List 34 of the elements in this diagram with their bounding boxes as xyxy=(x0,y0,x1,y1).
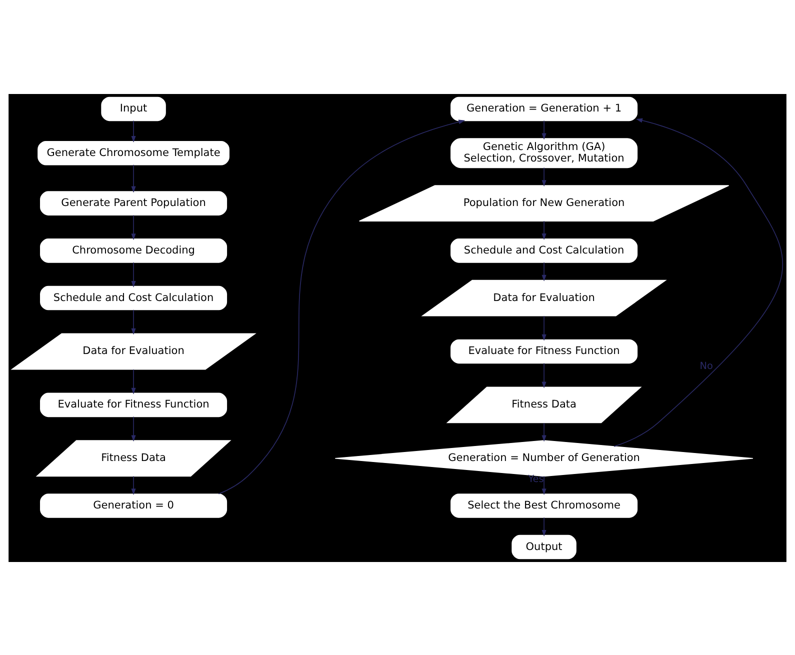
arrow xyxy=(614,118,784,446)
arrow xyxy=(131,416,136,442)
node-box: Evaluate for Fitness Function xyxy=(40,392,228,417)
node-box: Schedule and Cost Calculation xyxy=(40,285,228,310)
arrow xyxy=(542,422,546,442)
arrow xyxy=(131,164,136,192)
node-box: Input xyxy=(101,96,166,121)
arrow xyxy=(131,475,136,495)
arrow xyxy=(542,166,546,186)
node-box: Generate Parent Population xyxy=(40,190,228,215)
edge-label: No xyxy=(700,360,713,372)
arrow xyxy=(131,308,136,334)
arrow xyxy=(131,262,136,287)
node-box: Generate Chromosome Template xyxy=(38,140,230,165)
arrow xyxy=(542,475,546,495)
arrow xyxy=(542,516,546,536)
arrow xyxy=(131,120,136,142)
arrow xyxy=(542,315,546,340)
edge-label: Yes xyxy=(528,474,544,485)
node-box: Chromosome Decoding xyxy=(40,238,228,262)
arrow xyxy=(542,262,546,281)
node-box: Output xyxy=(512,534,576,559)
node-box: Genetic Algorithm (GA) Selection, Crossover, Mutation xyxy=(450,138,638,168)
arrow xyxy=(218,119,466,494)
node-box: Generation = Generation + 1 xyxy=(450,96,638,121)
node-box: Generation = 0 xyxy=(40,493,228,518)
arrow xyxy=(131,214,136,240)
arrow xyxy=(542,120,546,140)
node-box: Schedule and Cost Calculation xyxy=(450,238,638,262)
arrow xyxy=(542,362,546,388)
arrow xyxy=(131,368,136,394)
node-box: Evaluate for Fitness Function xyxy=(450,338,638,364)
node-box: Select the Best Chromosome xyxy=(450,493,638,518)
arrow xyxy=(542,220,546,240)
